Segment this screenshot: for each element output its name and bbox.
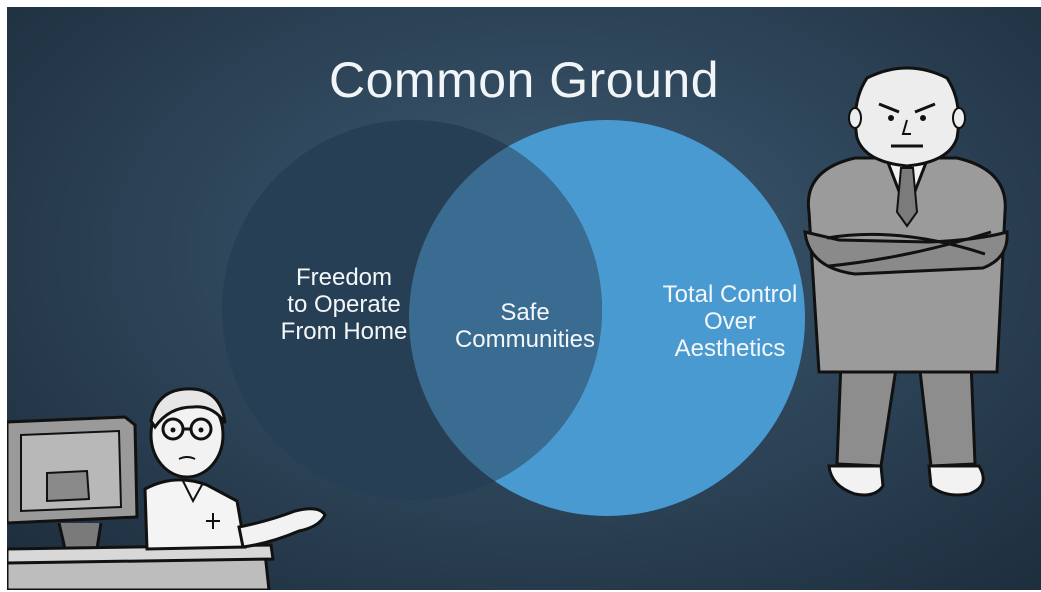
- venn-label-intersection: Safe Communities: [454, 299, 596, 353]
- homeworker-illustration: [7, 387, 327, 590]
- suited-man-illustration: [803, 66, 1009, 497]
- slide: Common Ground Freedom to Operate From Ho…: [7, 7, 1041, 590]
- diagram-title: Common Ground: [329, 52, 719, 108]
- venn-intersection: [409, 120, 602, 500]
- venn-label-right: Total Control Over Aesthetics: [662, 281, 798, 362]
- venn-label-left: Freedom to Operate From Home: [280, 264, 408, 345]
- venn-diagram: [222, 120, 805, 516]
